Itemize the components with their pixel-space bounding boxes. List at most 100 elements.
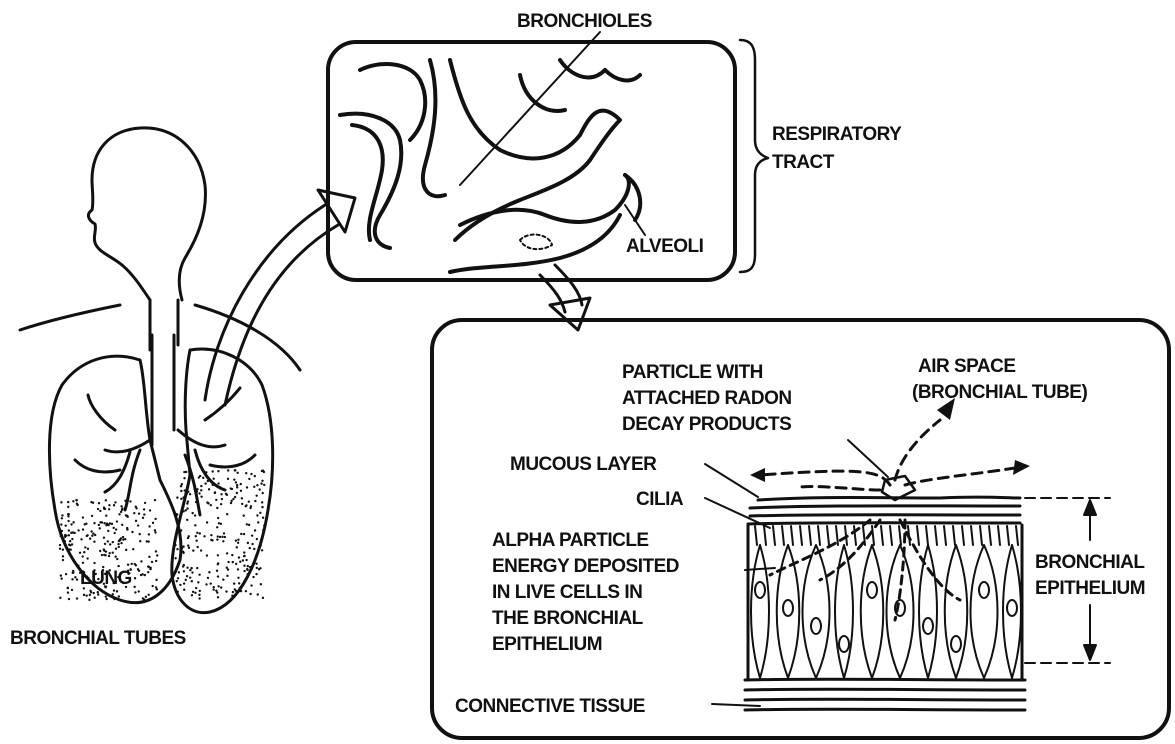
stipple-dot	[112, 552, 114, 554]
stipple-dot	[117, 565, 119, 567]
stipple-dot	[71, 538, 73, 540]
stipple-dot	[90, 530, 92, 532]
stipple-dot	[134, 591, 136, 593]
stipple-dot	[257, 521, 259, 523]
stipple-dot	[240, 590, 242, 592]
stipple-dot	[133, 586, 135, 588]
stipple-dot	[224, 536, 226, 538]
stipple-dot	[237, 539, 239, 541]
stipple-dot	[217, 554, 219, 556]
stipple-dot	[180, 490, 182, 492]
cilium	[1007, 526, 1009, 545]
stipple-dot	[216, 570, 218, 572]
epithelial-cell	[1003, 545, 1021, 678]
stipple-dot	[251, 543, 253, 545]
stipple-dot	[253, 548, 255, 550]
cilium	[962, 526, 964, 545]
stipple-dot	[59, 544, 61, 546]
stipple-dot	[103, 522, 105, 524]
stipple-dot	[108, 555, 110, 557]
stipple-dot	[222, 578, 224, 580]
stipple-dot	[83, 551, 85, 553]
stipple-dot	[76, 578, 78, 580]
stipple-dot	[207, 577, 209, 579]
stipple-dot	[227, 568, 229, 570]
stipple-dot	[138, 590, 140, 592]
stipple-dot	[82, 562, 84, 564]
stipple-dot	[208, 488, 210, 490]
stipple-dot	[182, 510, 184, 512]
stipple-dot	[114, 532, 116, 534]
stipple-dot	[101, 554, 103, 556]
stipple-dot	[246, 486, 248, 488]
stipple-dot	[181, 483, 183, 485]
stipple-dot	[246, 569, 248, 571]
stipple-dot	[180, 529, 182, 531]
stipple-dot	[208, 571, 210, 573]
stipple-dot	[60, 574, 62, 576]
stipple-dot	[189, 493, 191, 495]
stipple-dot	[105, 596, 107, 598]
stipple-dot	[101, 521, 103, 523]
stipple-dot	[72, 500, 74, 502]
cell-nucleus	[867, 582, 877, 598]
stipple-dot	[235, 563, 237, 565]
stipple-dot	[80, 538, 82, 540]
stipple-dot	[226, 513, 228, 515]
stipple-dot	[131, 531, 133, 533]
stipple-dot	[196, 532, 198, 534]
stipple-dot	[176, 548, 178, 550]
stipple-dot	[198, 594, 200, 596]
stipple-dot	[147, 565, 149, 567]
stipple-dot	[68, 548, 70, 550]
stipple-dot	[139, 540, 141, 542]
stipple-dot	[235, 590, 237, 592]
stipple-dot	[177, 591, 179, 593]
stipple-dot	[145, 596, 147, 598]
stipple-dot	[230, 502, 232, 504]
stipple-dot	[103, 537, 105, 539]
label-mucous-layer: MUCOUS LAYER	[510, 454, 657, 475]
connective-tissue-lines	[745, 679, 1025, 710]
stipple-dot	[105, 598, 107, 600]
stipple-dot	[245, 472, 247, 474]
stipple-dot	[218, 522, 220, 524]
stipple-dot	[154, 531, 156, 533]
stipple-dot	[184, 496, 186, 498]
cilium	[980, 526, 982, 545]
stipple-dot	[72, 531, 74, 533]
stipple-dot	[203, 535, 205, 537]
stipple-dot	[226, 494, 228, 496]
stipple-dot	[67, 513, 69, 515]
cilium	[998, 526, 1000, 545]
stipple-dot	[112, 527, 114, 529]
stipple-dot	[250, 505, 252, 507]
epithelial-cell	[803, 545, 830, 678]
cilium	[872, 526, 874, 545]
epithelial-cell	[945, 545, 968, 678]
stipple-dot	[108, 508, 110, 510]
stipple-dot	[247, 542, 249, 544]
stipple-dot	[147, 571, 149, 573]
stipple-dot	[62, 555, 64, 557]
stipple-dot	[243, 533, 245, 535]
stipple-dot	[256, 567, 258, 569]
stipple-dot	[87, 548, 89, 550]
stipple-dot	[149, 568, 151, 570]
stipple-dot	[116, 520, 118, 522]
cilia-row	[755, 526, 1018, 545]
stipple-dot	[97, 593, 99, 595]
stipple-dot	[210, 534, 212, 536]
cell-nucleus	[755, 582, 765, 598]
stipple-dot	[240, 533, 242, 535]
stipple-dot	[144, 574, 146, 576]
stipple-dot	[231, 595, 233, 597]
stipple-dot	[183, 489, 185, 491]
stipple-dot	[200, 496, 202, 498]
cilium	[755, 526, 757, 545]
stipple-dot	[86, 534, 88, 536]
cell-nucleus	[923, 618, 933, 634]
stipple-dot	[198, 597, 200, 599]
stipple-dot	[235, 539, 237, 541]
stipple-dot	[68, 529, 70, 531]
